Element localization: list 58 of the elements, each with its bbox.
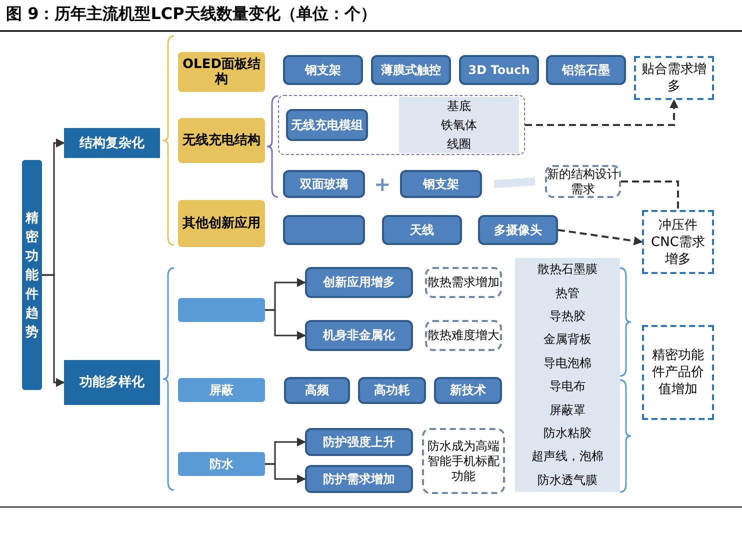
- topic-box: 无线充电结构: [178, 118, 265, 163]
- item-box: 薄膜式触控: [371, 55, 451, 85]
- sub-category-box: 防水: [178, 452, 265, 476]
- material-item: 防水透气膜: [536, 472, 598, 489]
- item-box: 机身非金属化: [305, 320, 413, 351]
- effect-box: 散热难度增大: [425, 320, 502, 351]
- material-item: 金属背板: [542, 331, 592, 348]
- item-box: 无线充电模组: [286, 109, 368, 141]
- connector-line: [621, 180, 679, 210]
- item-box: 创新应用增多: [305, 267, 413, 298]
- arrow: [265, 463, 306, 484]
- material-item: 导电泡棉: [542, 354, 592, 372]
- result-box: 精密功能件产品价值增加: [642, 325, 714, 420]
- item-box: 铝箔石墨: [546, 55, 626, 85]
- item-box: 防护需求增加: [305, 465, 413, 493]
- material-item: 热管: [554, 284, 580, 302]
- item-box: 天线: [382, 215, 462, 245]
- figure-title: 图 9：历年主流机型LCP天线数量变化（单位：个）: [6, 4, 376, 25]
- chevron-arrow: [494, 178, 536, 188]
- sub-category-box: [178, 298, 265, 322]
- item-box: 钢支架: [283, 55, 363, 85]
- material-list: [399, 97, 519, 153]
- item-box: 多摄像头: [478, 215, 558, 245]
- item-box: 高功耗: [358, 377, 426, 404]
- material-item: 导热胶: [548, 308, 586, 325]
- item-box: 新技术: [434, 377, 502, 404]
- effect-box: 新的结构设计需求: [545, 165, 621, 198]
- group-frame: [278, 95, 525, 155]
- topic-box: 其他创新应用: [178, 200, 265, 247]
- arrow: [265, 309, 306, 340]
- plus-sign: +: [374, 172, 391, 196]
- result-box: 贴合需求增多: [634, 56, 714, 100]
- material-item: 铁氧体: [440, 117, 478, 134]
- item-box: 高频: [284, 377, 350, 404]
- effect-box: 防水成为高端智能手机标配功能: [422, 428, 505, 494]
- arrow: [42, 274, 65, 387]
- material-item: 散热石墨膜: [536, 261, 598, 278]
- material-item: 屏蔽罩: [548, 402, 586, 419]
- item-box: 双面玻璃: [283, 170, 365, 198]
- item-box: 钢支架: [400, 170, 482, 198]
- sub-category-box: 屏蔽: [178, 378, 265, 402]
- item-box: [283, 215, 365, 245]
- material-list: [515, 258, 620, 492]
- category-box: 结构复杂化: [64, 128, 160, 158]
- topic-box: OLED面板结构: [178, 52, 265, 92]
- material-item: 线圈: [446, 136, 472, 153]
- effect-box: 散热需求增加: [425, 267, 502, 298]
- result-box: 冲压件CNC需求增多: [642, 210, 714, 274]
- item-box: 3D Touch: [459, 55, 539, 85]
- arrow: [558, 229, 643, 246]
- material-item: 超声线，泡棉: [530, 448, 604, 466]
- material-item: 基底: [446, 98, 472, 115]
- material-item: 防水粘胶: [542, 424, 592, 442]
- material-item: 导电布: [548, 378, 586, 396]
- arrow: [525, 99, 678, 126]
- trend-box: 精密功能件趋势: [22, 160, 42, 390]
- category-box: 功能多样化: [64, 360, 160, 405]
- item-box: 防护强度上升: [305, 428, 413, 456]
